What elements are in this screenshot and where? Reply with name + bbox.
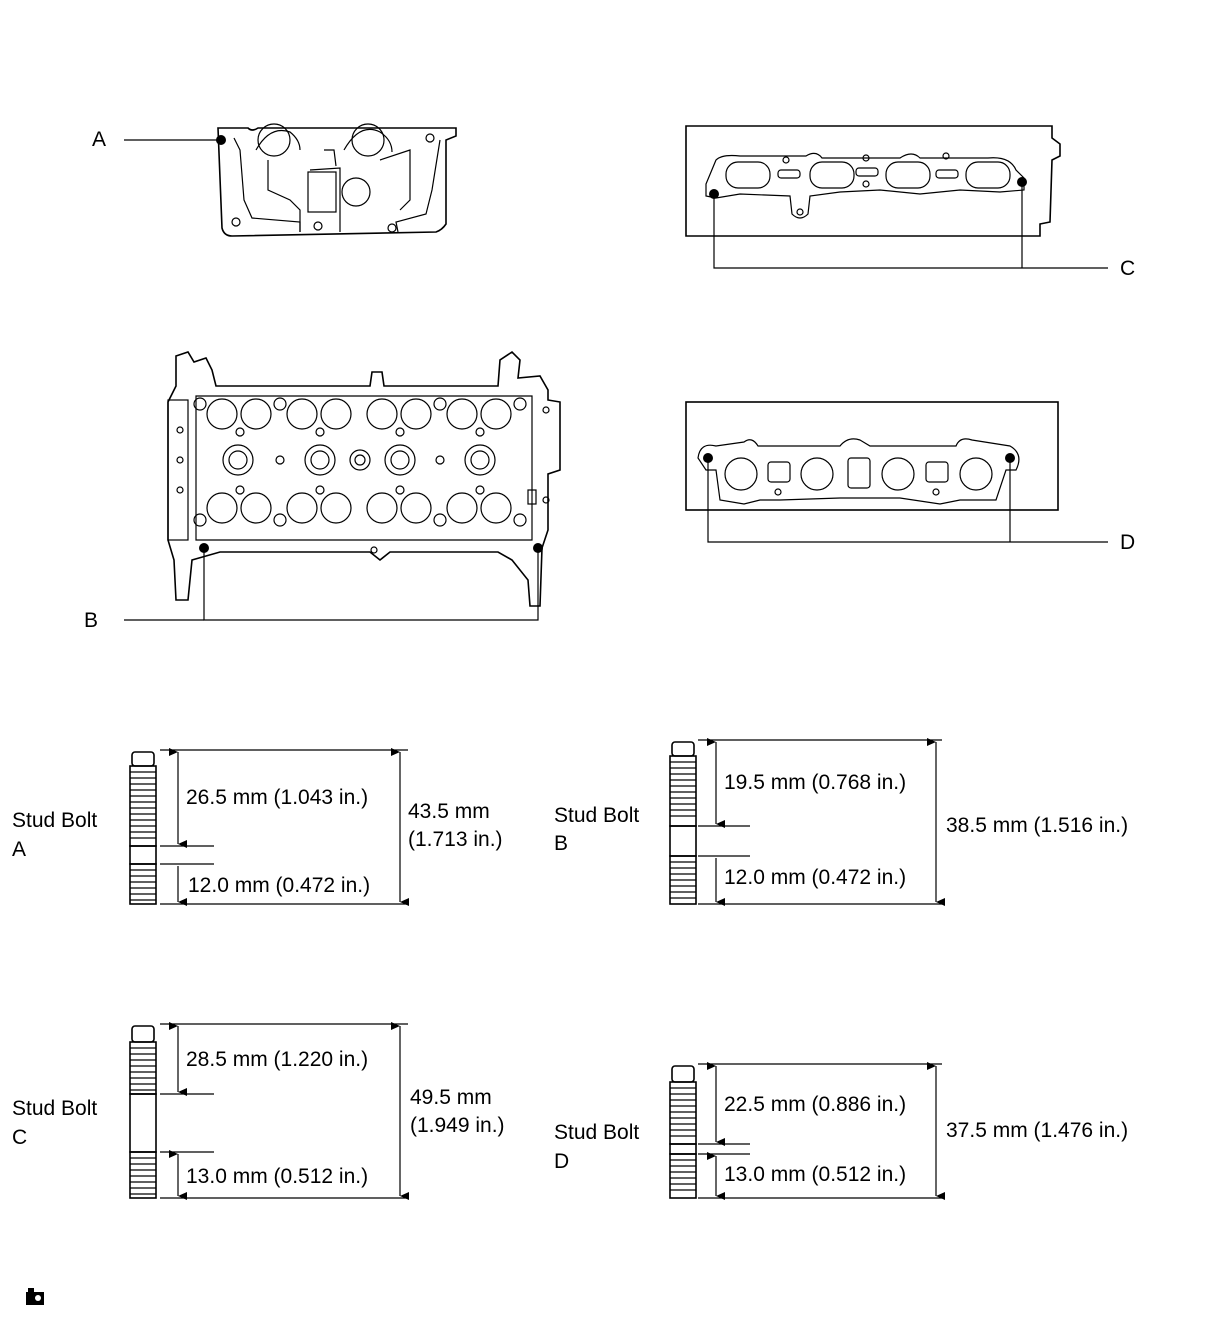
head-intake-view-c [685,125,1108,269]
stud-b-total-dim: 38.5 mm (1.516 in.) [946,814,1129,837]
stud-d-name-line2: D [554,1150,570,1173]
head-top-view-b [124,350,561,621]
stud-c-upper-dim: 28.5 mm (1.220 in.) [186,1048,369,1071]
stud-bolt-a-drawing [129,748,409,906]
stud-c-name-line2: C [12,1126,28,1149]
stud-b-name-line2: B [554,832,569,855]
callout-c: C [1120,257,1136,280]
camera-icon [26,1288,44,1305]
stud-c-total-line2: (1.949 in.) [410,1114,505,1137]
head-exhaust-view-d [685,401,1108,543]
stud-bolt-b-drawing [669,738,945,906]
stud-b-name-line1: Stud Bolt [554,804,640,827]
stud-c-total-line1: 49.5 mm [410,1086,492,1109]
callout-b: B [84,609,99,632]
valve-grid [176,397,550,554]
stud-d-name-line1: Stud Bolt [554,1121,640,1144]
stud-a-total-line1: 43.5 mm [408,800,490,823]
stud-bolt-c-drawing [129,1022,409,1200]
stud-bolt-d-drawing [669,1062,945,1200]
stud-a-total-line2: (1.713 in.) [408,828,503,851]
stud-d-total-dim: 37.5 mm (1.476 in.) [946,1119,1129,1142]
callout-a: A [92,128,107,151]
stud-c-name-line1: Stud Bolt [12,1097,98,1120]
stud-a-upper-dim: 26.5 mm (1.043 in.) [186,786,369,809]
stud-a-lower-dim: 12.0 mm (0.472 in.) [188,874,371,897]
stud-a-name-line2: A [12,838,27,861]
stud-a-name-line1: Stud Bolt [12,809,98,832]
head-end-view-a [124,123,457,237]
stud-d-upper-dim: 22.5 mm (0.886 in.) [724,1093,907,1116]
callout-d: D [1120,531,1136,554]
stud-b-upper-dim: 19.5 mm (0.768 in.) [724,771,907,794]
stud-b-lower-dim: 12.0 mm (0.472 in.) [724,866,907,889]
stud-c-lower-dim: 13.0 mm (0.512 in.) [186,1165,369,1188]
stud-d-lower-dim: 13.0 mm (0.512 in.) [724,1163,907,1186]
